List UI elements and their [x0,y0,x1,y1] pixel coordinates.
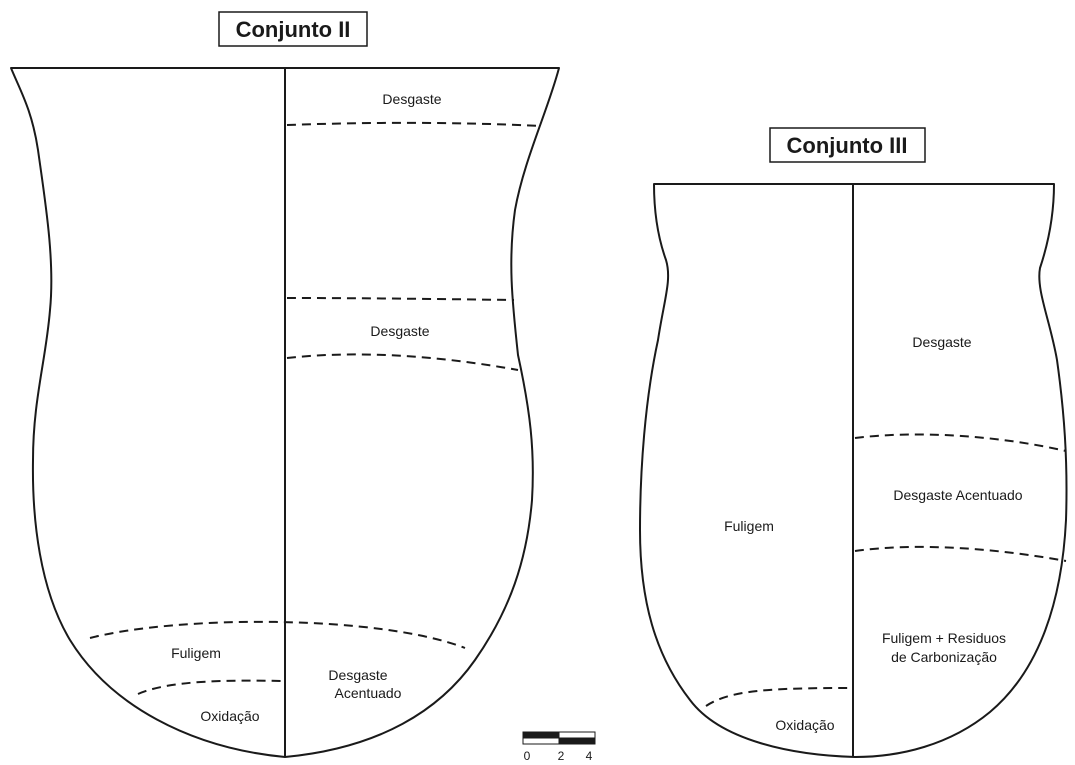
set3-label-fuligem: Fuligem [724,518,774,534]
set3-group: Conjunto III Desgaste Desgaste Acentuado… [639,127,1068,758]
set2-vessel-outline [10,67,560,758]
set2-label-oxidacao: Oxidação [200,708,259,724]
set2-boundary-oxidacao [137,679,284,695]
set2-title: Conjunto II [236,17,351,42]
scale-bar-segment-4 [558,737,596,745]
set2-boundary-fuligem [89,620,466,649]
set2-boundary-3 [286,353,519,371]
scale-tick-2: 2 [558,749,565,763]
set3-title-box [769,127,926,163]
set3-vessel-outline [639,183,1068,758]
set2-boundary-1 [286,121,542,127]
set2-boundary-2 [286,297,515,301]
set3-label-residuos-line2: de Carbonização [891,649,997,665]
scale-bar-segment-1 [522,731,560,739]
set2-label-fuligem: Fuligem [171,645,221,661]
set3-label-oxidacao: Oxidação [775,717,834,733]
set3-boundary-2 [854,545,1067,562]
set3-label-desgaste-acentuado: Desgaste Acentuado [893,487,1022,503]
set3-boundary-oxidacao [705,687,852,707]
set2-label-desgaste-top: Desgaste [382,91,441,107]
scale-tick-0: 0 [524,749,531,763]
set3-label-residuos-line1: Fuligem + Residuos [882,630,1006,646]
set3-label-desgaste: Desgaste [912,334,971,350]
set2-label-desgaste-mid: Desgaste [370,323,429,339]
scale-bar: 0 2 4 [522,731,596,763]
scale-tick-4: 4 [586,749,593,763]
set2-group: Conjunto II Desgaste Desgaste Fuligem Ox… [10,11,560,758]
scale-bar-segment-2 [558,731,596,739]
set2-label-desgaste-acentuado-line1: Desgaste [328,667,387,683]
set2-label-desgaste-acentuado-line2: Acentuado [335,685,402,701]
set2-title-box [218,11,368,47]
set3-title: Conjunto III [787,133,908,158]
set3-boundary-1 [854,433,1067,452]
scale-bar-segment-3 [522,737,560,745]
